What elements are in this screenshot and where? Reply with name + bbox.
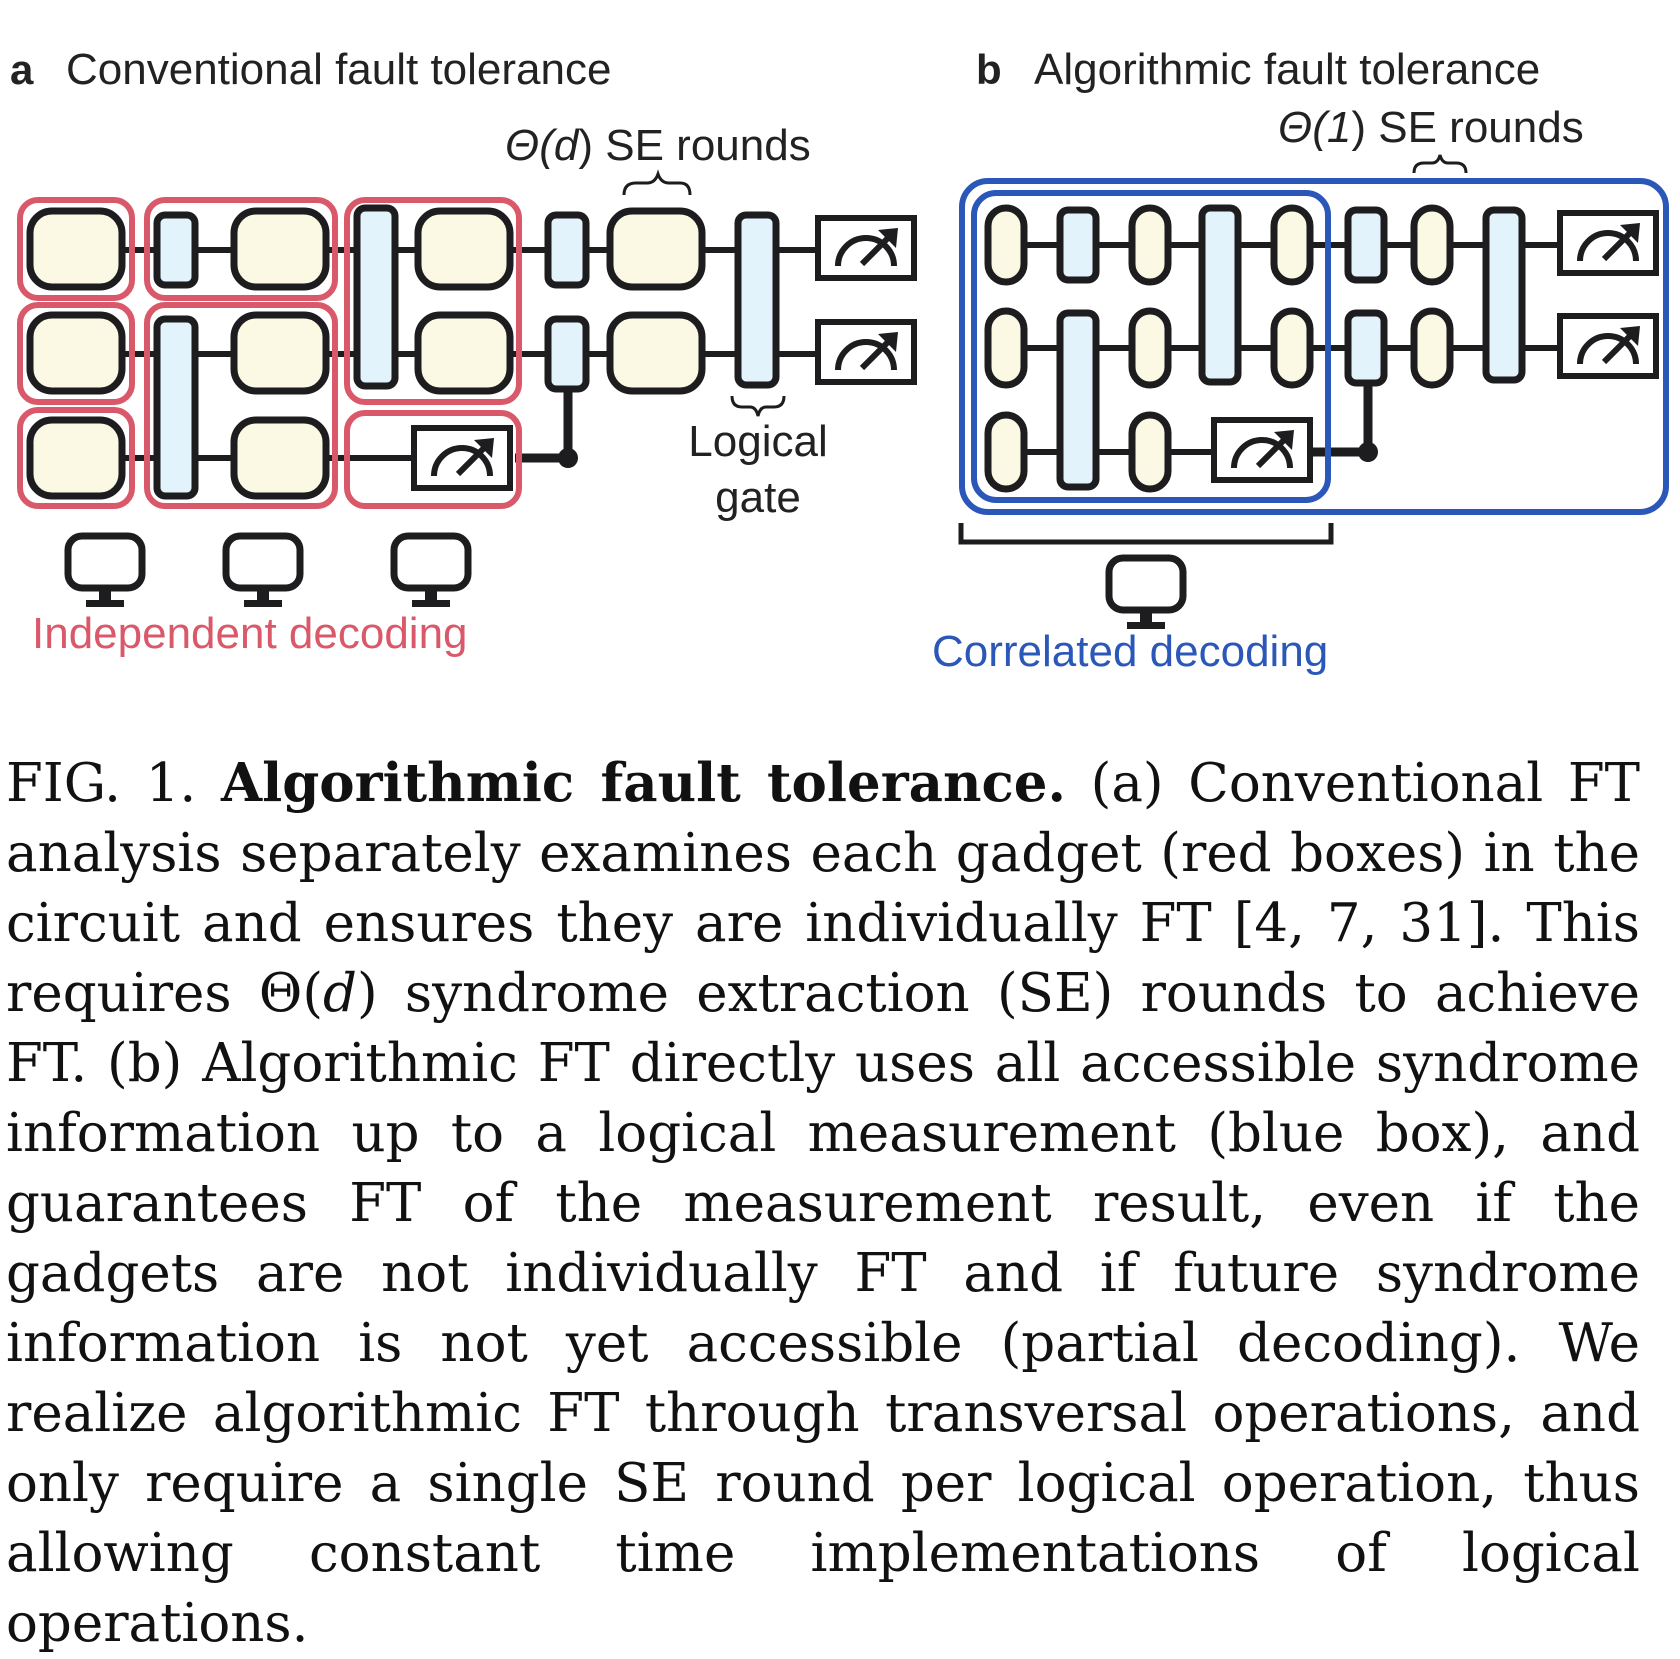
- correlated-decoding-region: [959, 178, 1669, 515]
- se-block: [1128, 204, 1172, 286]
- gadget-box: [144, 197, 338, 301]
- se-block: [606, 207, 706, 291]
- logical-measurement-box: [971, 190, 1331, 503]
- two-qubit-gate: [1198, 204, 1242, 386]
- panel-b: b Algorithmic fault tolerance Θ(1) SE ro…: [932, 45, 1669, 676]
- se-block: [1410, 204, 1454, 286]
- measurement-meter-icon: [818, 218, 914, 278]
- se-block: [26, 207, 126, 291]
- computer-monitor-icon: [394, 536, 468, 607]
- se-block: [984, 204, 1028, 286]
- curly-brace-top: [622, 169, 692, 196]
- control-dot: [1358, 442, 1378, 462]
- caption-fig-label: FIG. 1.: [6, 753, 197, 814]
- panel-a-letter: a: [10, 46, 34, 93]
- two-qubit-gate: [153, 315, 199, 500]
- panel-b-se-rounds-label: Θ(1) SE rounds: [1278, 103, 1584, 152]
- panel-b-title: Algorithmic fault tolerance: [1034, 45, 1540, 94]
- se-block: [26, 311, 126, 395]
- gates-a: [153, 204, 780, 500]
- two-qubit-gate: [353, 204, 399, 390]
- computer-monitor-icon: [226, 536, 300, 607]
- gadget-box: [144, 302, 338, 509]
- single-qubit-gate: [544, 315, 590, 393]
- single-qubit-gate: [1056, 206, 1100, 284]
- measurement-meter-icon: [1560, 316, 1656, 376]
- gadget-box: [344, 410, 522, 509]
- measurement-meter-icon: [818, 322, 914, 382]
- measurement-meter-icon: [414, 428, 510, 488]
- panel-a-title: Conventional fault tolerance: [66, 45, 611, 94]
- gadget-box: [17, 302, 135, 405]
- se-blocks-b: [984, 204, 1454, 493]
- measurement-meter-icon: [1560, 213, 1656, 273]
- panel-a-se-rounds-label: Θ(d) SE rounds: [505, 121, 811, 170]
- curly-brace-bottom: [730, 395, 786, 417]
- se-block: [26, 416, 126, 500]
- panel-a: a Conventional fault tolerance Θ(d) SE r…: [10, 45, 914, 658]
- se-block: [414, 207, 514, 291]
- decoding-bracket: [958, 523, 1334, 545]
- measurement-meter-icon: [1214, 420, 1310, 480]
- gadget-box: [344, 197, 522, 405]
- se-block: [1128, 411, 1172, 493]
- se-block: [230, 207, 330, 291]
- gadget-boxes: [17, 197, 522, 509]
- se-block: [1410, 307, 1454, 389]
- single-qubit-gate: [153, 211, 199, 289]
- caption-title: Algorithmic fault tolerance.: [220, 752, 1066, 814]
- single-qubit-gate: [544, 211, 590, 289]
- caption-body-part1: (a) Conventional FT analysis separately …: [6, 753, 1640, 1024]
- logical-gate: [734, 211, 780, 389]
- curly-brace-top-b: [1412, 154, 1468, 174]
- se-block: [984, 307, 1028, 389]
- figure-caption: FIG. 1. Algorithmic fault tolerance. (a)…: [6, 748, 1640, 1659]
- gates-b: [1056, 204, 1526, 491]
- se-block: [414, 311, 514, 395]
- logical-gate-label-line2: gate: [715, 473, 801, 522]
- se-block: [1270, 204, 1314, 286]
- se-block: [230, 311, 330, 395]
- algorithmic-boxes: [959, 178, 1669, 515]
- fault-tolerance-diagram: a Conventional fault tolerance Θ(d) SE r…: [10, 45, 1669, 676]
- control-dot: [558, 448, 578, 468]
- two-qubit-gate: [1056, 309, 1100, 491]
- se-block: [1128, 307, 1172, 389]
- caption-body-part2: ) syndrome extraction (SE) rounds to ach…: [6, 963, 1640, 1654]
- se-block: [230, 416, 330, 500]
- panel-b-letter: b: [976, 46, 1002, 93]
- single-qubit-gate: [1344, 309, 1388, 387]
- logical-gate-label-line1: Logical: [688, 417, 827, 466]
- se-block: [606, 311, 706, 395]
- independent-decoding-label: Independent decoding: [32, 609, 468, 658]
- logical-gate: [1482, 206, 1526, 384]
- se-block: [984, 411, 1028, 493]
- gadget-box: [17, 407, 135, 509]
- caption-body-var: d: [323, 963, 357, 1024]
- correlated-decoding-label: Correlated decoding: [932, 627, 1328, 676]
- gadget-box: [17, 197, 135, 301]
- single-qubit-gate: [1344, 206, 1388, 284]
- computer-monitor-icon: [1109, 558, 1183, 629]
- se-block: [1270, 307, 1314, 389]
- computer-monitor-icon: [68, 536, 142, 607]
- se-blocks-a: [26, 207, 706, 500]
